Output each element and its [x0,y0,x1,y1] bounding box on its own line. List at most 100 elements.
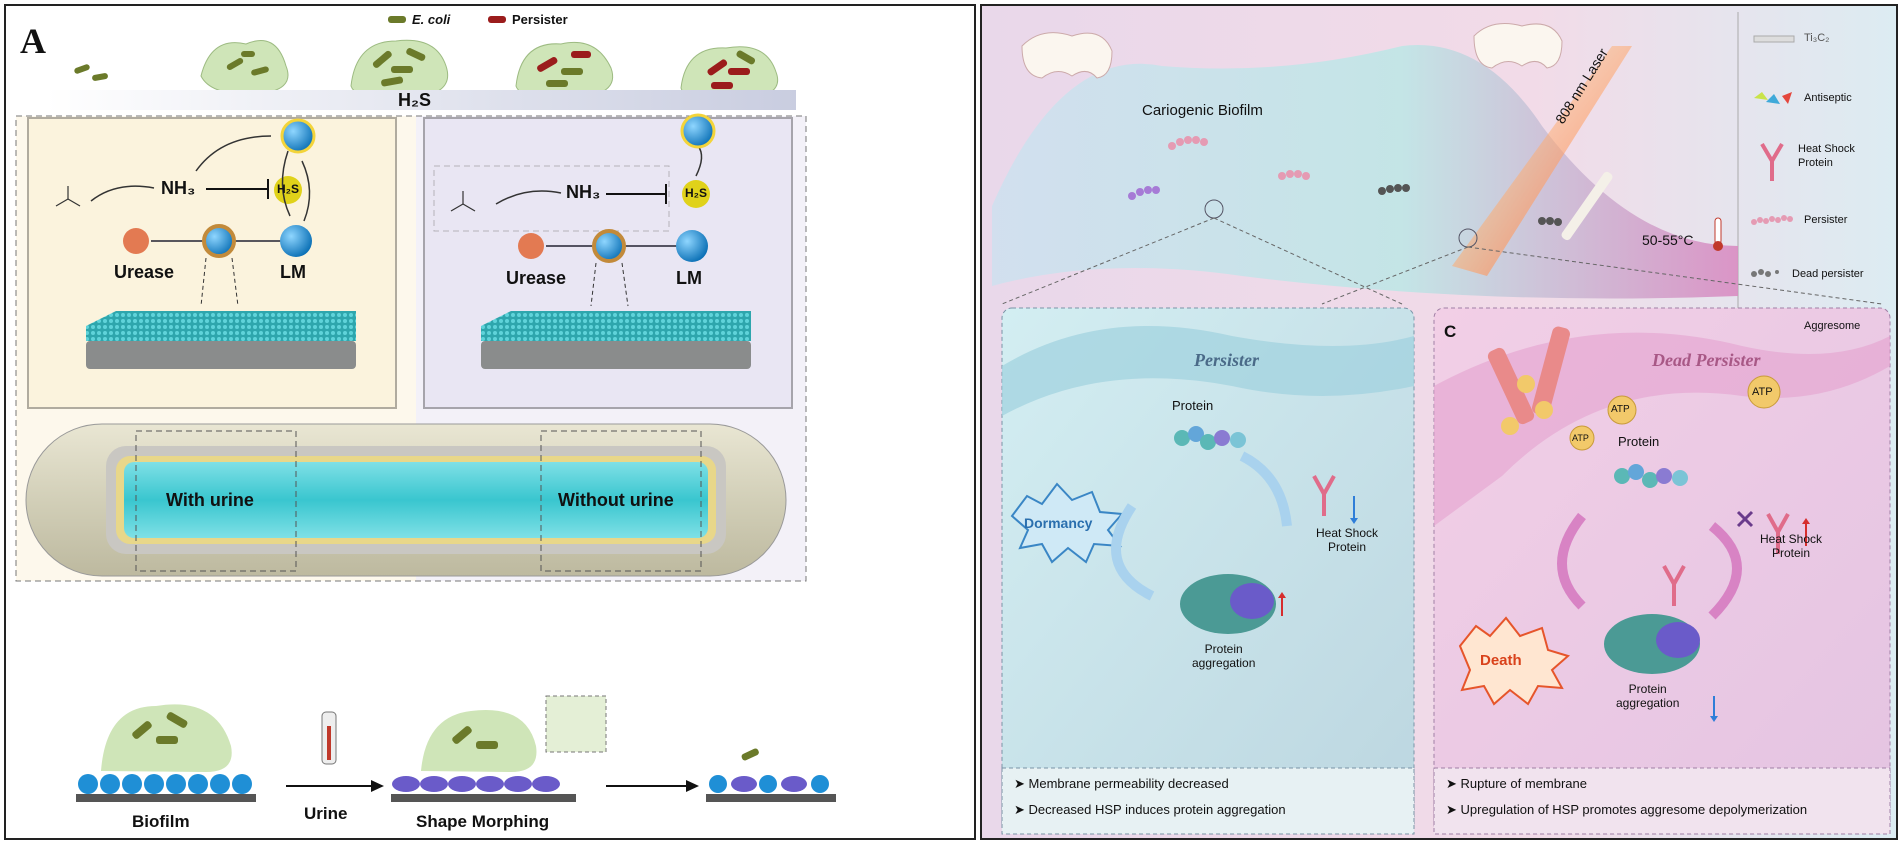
death-burst-icon [1458,616,1571,706]
nh3-label-right: NH₃ [566,182,601,202]
h2s-gradient-bar [46,90,796,110]
death-cycle-arrow-right [1708,522,1742,620]
inhibition-cross-icon [1736,510,1754,528]
persister-membrane [1002,326,1414,416]
antiseptic-icon [1754,92,1792,104]
urea-structure-right [450,191,476,212]
persister-hsp-label: Heat Shock Protein [1316,526,1379,554]
death-label: Death [1480,652,1522,669]
subpanel-c-label: C [1444,322,1457,341]
coated-lm-icon [202,224,236,258]
temperature-label: 50-55°C [1642,232,1694,248]
legend-dead-persister-label: Dead persister [1792,268,1864,280]
biofilm-substrate [76,704,256,802]
tooth-icon-left [1021,32,1113,79]
urease-label-left: Urease [114,262,175,282]
urine-label: Urine [304,804,348,823]
biofilm-stage-3 [350,39,448,99]
lm-label-right: LM [676,268,702,288]
death-cycle-arrow-left [1557,512,1586,610]
persister-subpanel [1001,307,1415,835]
persister-aggregation-label: Protein aggregation [1192,642,1256,670]
dead-persister-title: Dead Persister [1652,350,1761,370]
catheter-without-urine-label: Without urine [558,490,674,510]
h2s-bar-label: H₂S [398,90,432,110]
biofilm-stage-2 [200,40,289,95]
persister-chains [1128,136,1310,200]
cariogenic-biofilm-label: Cariogenic Biofilm [1142,102,1263,119]
legend-ecoli-icon [388,16,406,23]
panel-a-label: A [20,21,46,61]
lm-label-left: LM [280,262,306,282]
urea-structure-left [55,186,81,207]
legend-antiseptic-label: Antiseptic [1804,92,1852,104]
hsp-icon-left [1312,475,1336,516]
shape-morphing-substrate [391,695,607,802]
heat-shock-protein-icon [1760,142,1784,181]
oxidized-lm-icon [280,118,316,154]
laser-probe-icon [1561,171,1613,241]
dead-hsp-label: Heat Shock Protein [1760,532,1823,560]
panel-b: B [980,4,1898,840]
biofilm-label: Biofilm [132,812,190,831]
atp-molecule-icon [1501,375,1781,451]
urease-icon-right [518,233,544,259]
catheter-with-urine-label: With urine [166,490,254,510]
catheter-tube [25,423,787,577]
h2s-label-right: H₂S [685,186,708,200]
oxidized-lm-icon-right [680,113,716,149]
atp-label-3: ATP [1752,386,1773,398]
h2s-molecule-icon [274,176,302,204]
dead-note-2: ➤ Upregulation of HSP promotes aggresome… [1446,802,1808,817]
dead-aggregation-label: Protein aggregation [1616,682,1680,710]
atp-label-1: ATP [1611,404,1630,415]
biofilm-stage-5 [680,46,778,101]
persister-protein-label: Protein [1172,398,1214,413]
thermometer-icon [321,711,337,765]
lm-droplet-icon-right [676,230,708,262]
legend-persister-label: Persister [512,12,568,27]
urease-label-right: Urease [506,268,567,288]
aggregation-blob-left [1180,574,1276,634]
dormancy-cycle-arrow-left [1111,503,1155,601]
shape-morphing-label: Shape Morphing [416,812,550,831]
persister-note-2: ➤ Decreased HSP induces protein aggregat… [1014,802,1286,817]
lm-droplet-icon [280,225,312,257]
h2s-molecule-icon-right [682,180,710,208]
legend-ecoli-label: E. coli [412,12,451,27]
nh3-label-left: NH₃ [161,178,196,198]
tooth-icon-right [1473,23,1563,69]
aggregation-blob-right [1604,614,1700,674]
laser-beam-icon [1452,46,1632,276]
laser-probe-b [1532,326,1570,416]
cariogenic-biofilm-shape [992,45,1738,299]
legend-persister-icon [488,16,506,23]
coated-lm-icon-right [592,229,626,263]
persister-icon [1751,215,1793,225]
legend-persister-label-b: Persister [1804,214,1848,226]
panel-a: A [4,4,976,840]
panel-b-diagram [982,6,1896,838]
ti3c2-sheet-icon [1753,35,1795,43]
legend-hsp-label: Heat Shock Protein [1798,143,1855,169]
protein-cluster-left [1174,426,1246,450]
dormancy-label: Dormancy [1024,515,1093,531]
thermometer-icon-b [1713,217,1723,251]
persister-title: Persister [1194,350,1259,370]
legend-aggresome-label: Aggresome [1804,320,1861,332]
h2s-label-left: H₂S [277,182,300,196]
biofilm-stage-1 [74,64,108,81]
biofilm-stage-4 [515,41,613,99]
legend-ti3c2-label: Ti₃C₂ [1804,32,1830,44]
dead-persister-chains [1378,184,1562,226]
hsp-icon-right [1662,513,1790,606]
dead-persister-icon [1751,269,1779,277]
laser-probe-a [1487,347,1535,425]
atp-label-2: ATP [1572,433,1589,443]
dead-note-1: ➤ Rupture of membrane [1446,776,1587,791]
coating-slab-left [86,311,356,369]
persister-note-1: ➤ Membrane permeability decreased [1014,776,1229,791]
coating-slab-right [481,311,751,369]
panel-a-diagram [15,16,836,802]
dormancy-cycle-arrow-right [1239,451,1292,527]
